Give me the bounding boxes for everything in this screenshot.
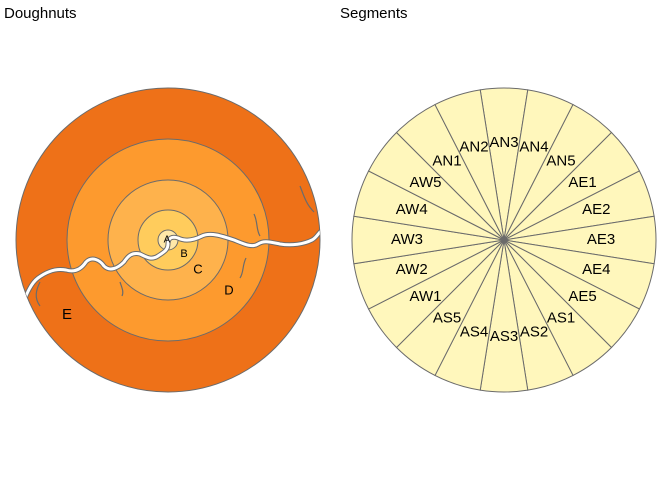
ring-label-a: A [164,235,171,246]
segment-label-aw5: AW5 [410,174,442,191]
segment-label-ae3: AE3 [587,231,615,248]
segment-label-aw2: AW2 [396,261,428,278]
segment-label-ae2: AE2 [582,201,610,218]
segment-label-an1: AN1 [432,152,461,169]
ring-label-c: C [193,261,202,276]
ring-label-b: B [180,248,187,260]
segment-label-ae5: AE5 [568,288,596,305]
segments-title: Segments [340,5,408,22]
segment-label-ae1: AE1 [568,174,596,191]
ring-label-d: D [224,282,233,297]
segment-label-an3: AN3 [489,134,518,151]
segment-label-as1: AS1 [547,309,575,326]
segment-an2 [434,89,505,241]
river-thames [17,185,320,313]
segment-wedges [351,87,657,393]
ring-label-e: E [62,306,72,323]
segment-label-as4: AS4 [460,323,488,340]
segment-label-as2: AS2 [520,323,548,340]
doughnuts-map: ABC D E [15,87,321,393]
segment-label-aw3: AW3 [391,231,423,248]
segment-label-aw1: AW1 [410,288,442,305]
segment-label-as5: AS5 [433,309,461,326]
doughnuts-title: Doughnuts [4,5,77,22]
segment-label-an5: AN5 [546,152,575,169]
doughnut-ring-labels: ABC D E [62,235,234,323]
segment-label-as3: AS3 [490,328,518,345]
segment-label-an4: AN4 [519,139,548,156]
segment-label-aw4: AW4 [396,201,428,218]
segment-label-an2: AN2 [459,139,488,156]
segment-label-ae4: AE4 [582,261,610,278]
